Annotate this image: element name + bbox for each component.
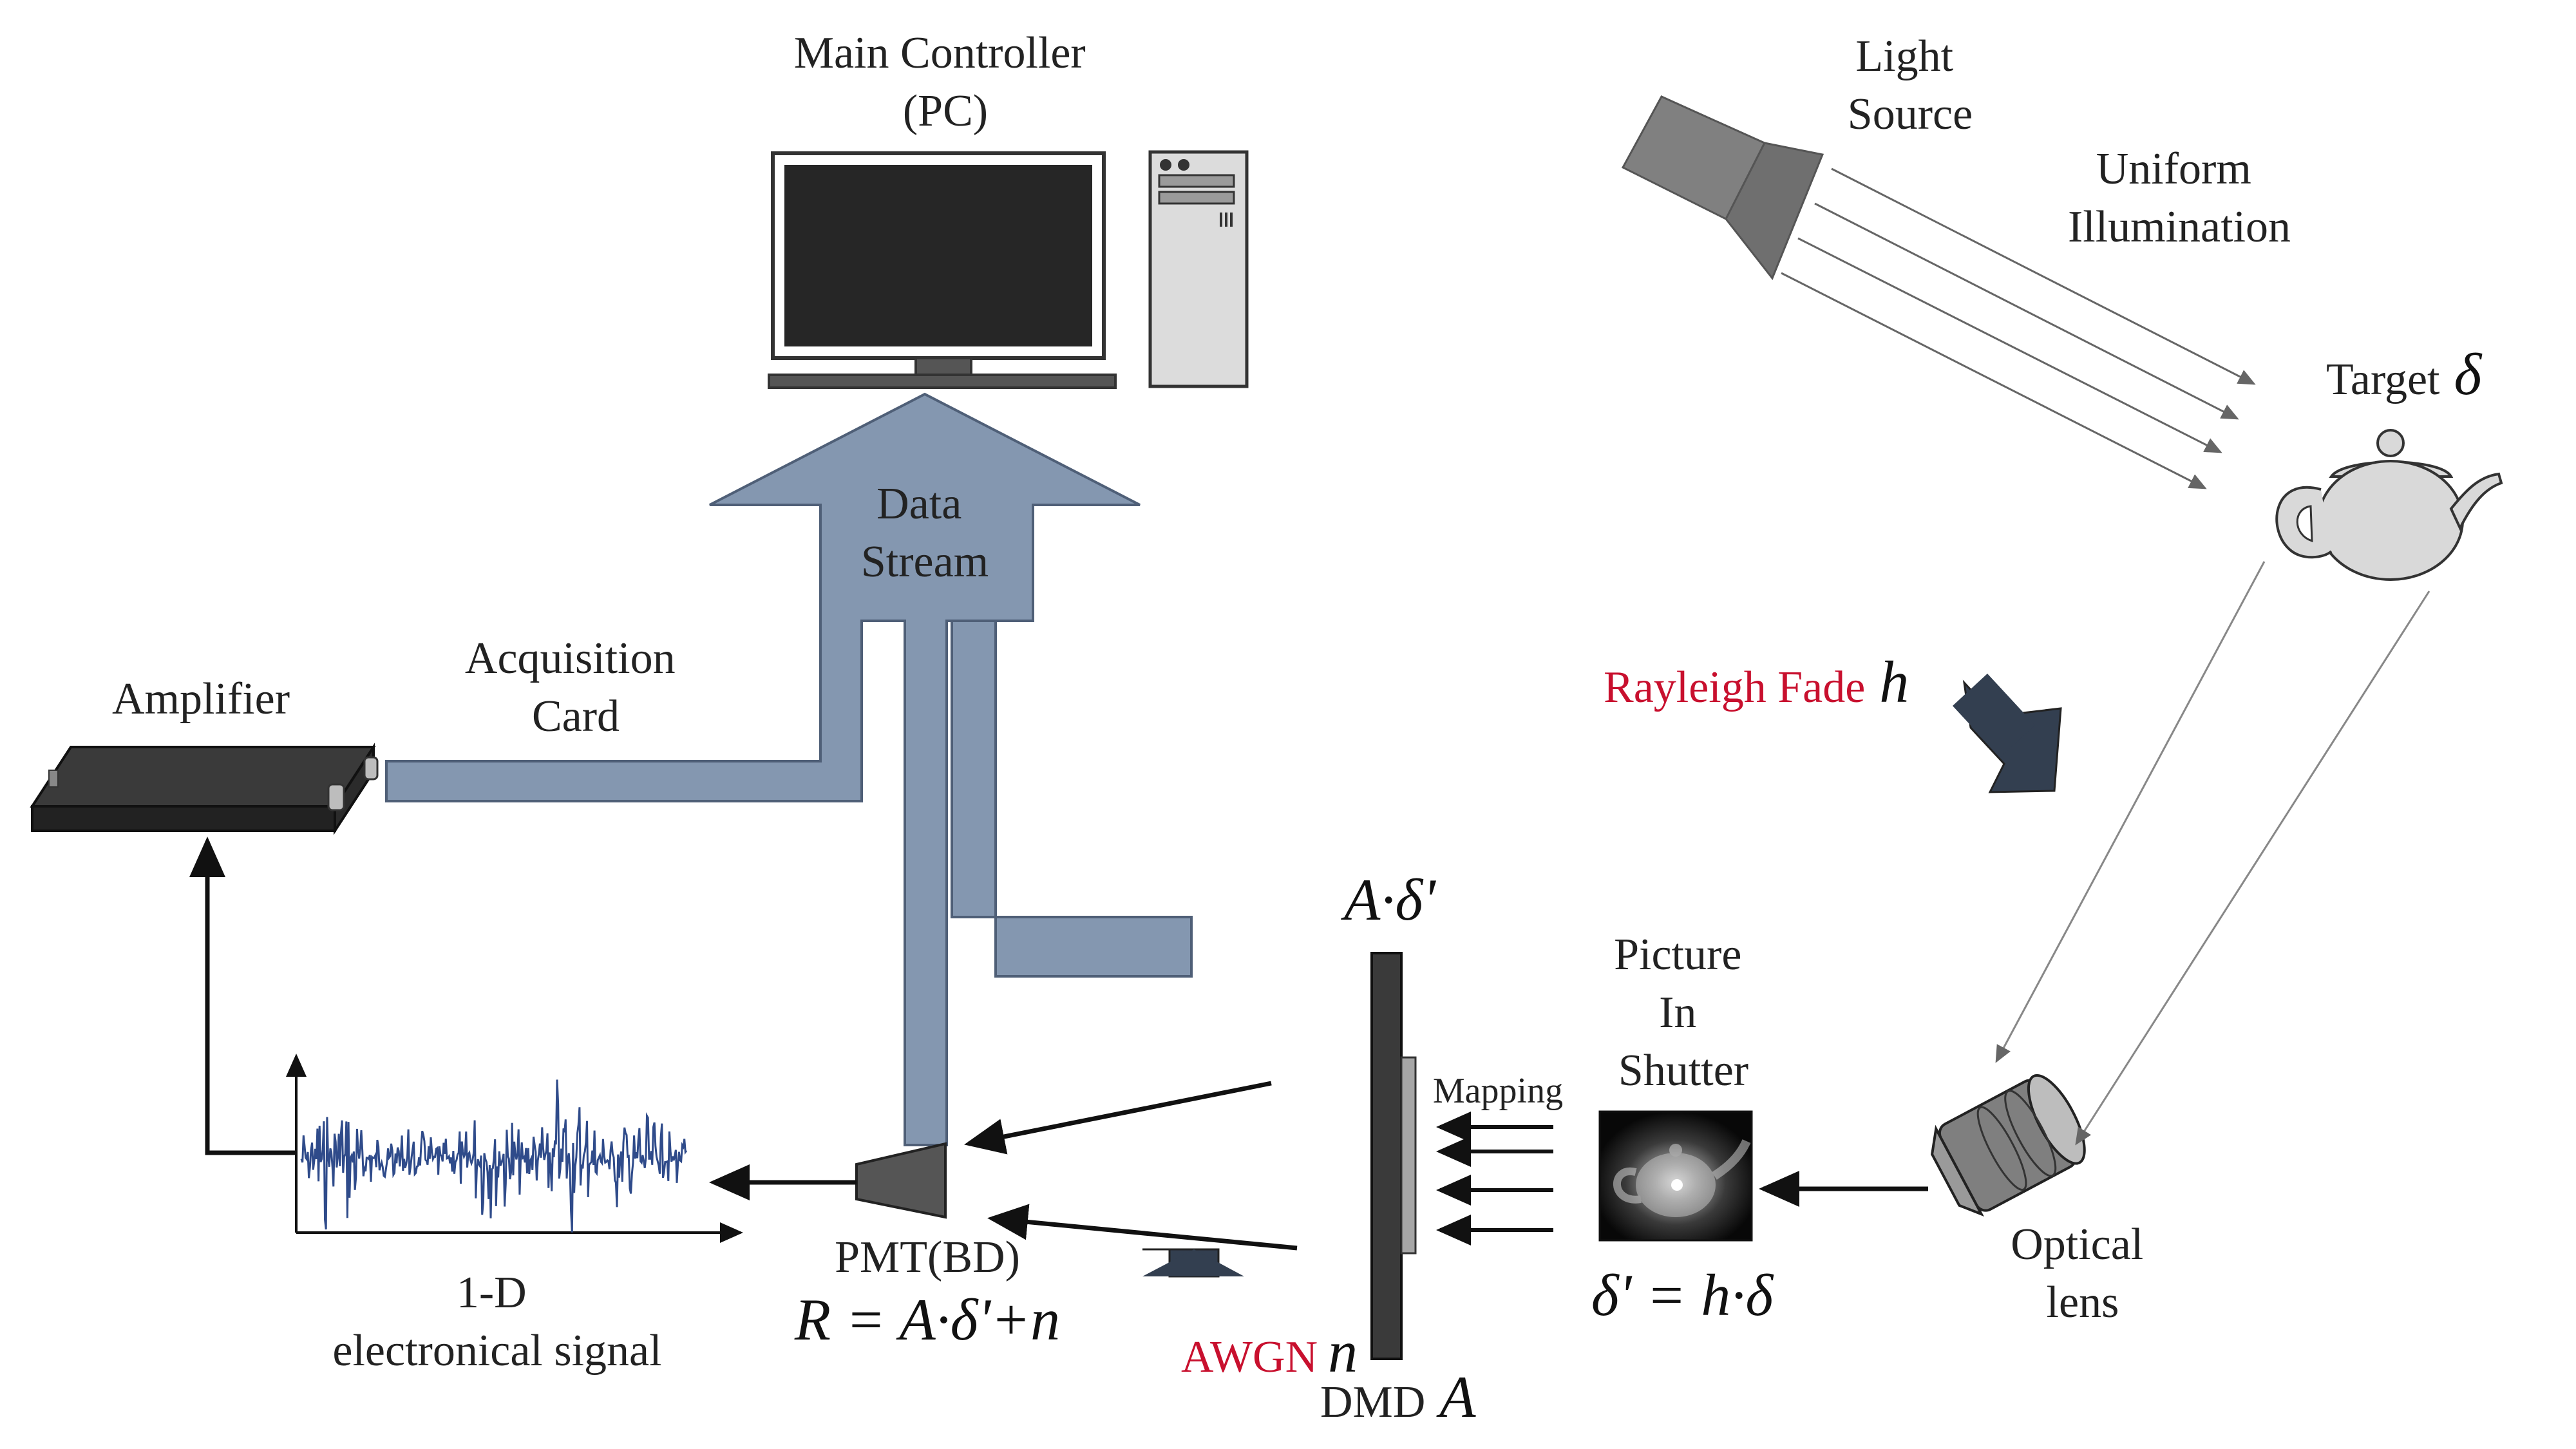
teapot-to-lens-ray-1 <box>1995 561 2266 1063</box>
amplifier-label: Amplifier <box>112 674 290 724</box>
dmd-top-formula: A·δ' <box>1340 867 1436 933</box>
illumination-ray-3 <box>1797 237 2222 453</box>
data-stream-arrow: Data Stream <box>385 392 1193 1146</box>
pmt-formula: R = A·δ'+n <box>794 1287 1060 1352</box>
signal-to-amplifier-arrow <box>189 837 296 1155</box>
data-stream-label: Data Stream <box>861 479 989 587</box>
illumination-ray-2 <box>1814 202 2239 420</box>
illumination-ray-4 <box>1781 272 2207 489</box>
signal-label: 1-D electronical signal <box>332 1268 661 1376</box>
dmd-to-pmt-arrow-top <box>964 1081 1272 1155</box>
mapping-label: Mapping <box>1433 1071 1563 1111</box>
acquisition-card-label: Acquisition Card <box>465 634 687 741</box>
light-source-label: Light Source <box>1848 32 1973 139</box>
signal-waveform <box>300 1079 688 1233</box>
main-controller-pc: Main Controller (PC) <box>768 28 1249 389</box>
teapot-icon <box>2275 429 2503 581</box>
optical-lens <box>1931 1074 2086 1217</box>
illumination-ray-1 <box>1831 167 2256 385</box>
signal-plot: 1-D electronical signal <box>286 1054 743 1376</box>
pmt-label: PMT(BD) <box>835 1233 1020 1282</box>
optical-lens-label: Optical lens <box>2011 1220 2155 1327</box>
shutter-formula: δ' = h·δ <box>1591 1262 1774 1328</box>
light-source: Light Source <box>1621 32 1973 280</box>
monitor-icon <box>768 151 1117 389</box>
pc-tower-icon <box>1148 150 1249 388</box>
pmt-detector: PMT(BD) R = A·δ'+n <box>709 1142 1060 1352</box>
amplifier-device: Amplifier <box>30 674 379 835</box>
picture-in-shutter-label: Picture In Shutter <box>1614 930 1753 1095</box>
main-controller-label: Main Controller (PC) <box>794 28 1097 136</box>
uniform-illumination-label: Uniform Illumination <box>2068 144 2291 252</box>
picture-in-shutter: Picture In Shutter δ' = h·δ <box>1591 930 1774 1328</box>
teapot-to-lens-ray-2 <box>2075 591 2430 1146</box>
dmd-to-pmt-arrow-bottom <box>987 1204 1298 1251</box>
